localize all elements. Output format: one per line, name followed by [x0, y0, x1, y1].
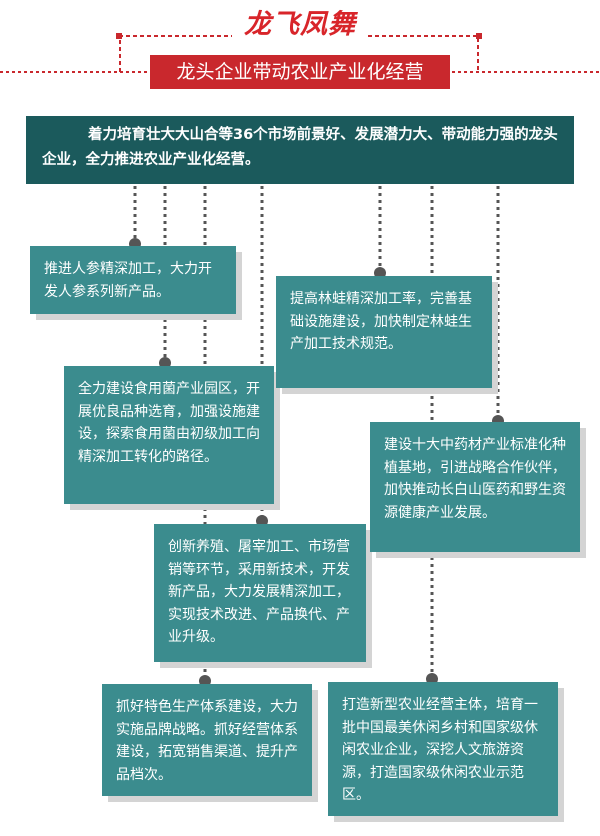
subtitle-banner: 龙头企业带动农业产业化经营 — [150, 55, 450, 89]
box-edible-fungi: 全力建设食用菌产业园区，开展优良品种选育，加强设施建设，探索食用菌由初级加工向精… — [64, 366, 274, 504]
box-leisure-agriculture: 打造新型农业经营主体，培育一批中国最美休闲乡村和国家级休闲农业企业，深挖人文旅游… — [328, 682, 558, 816]
box-ginseng: 推进人参精深加工，大力开发人参系列新产品。 — [30, 246, 236, 314]
box-livestock: 创新养殖、屠宰加工、市场营销等环节，采用新技术，开发新产品，大力发展精深加工，实… — [154, 524, 366, 662]
box-specialty-production: 抓好特色生产体系建设，大力实施品牌战略。抓好经营体系建设，拓宽销售渠道、提升产品… — [102, 684, 312, 796]
box-forest-frog: 提高林蛙精深加工率，完善基础设施建设，加快制定林蛙生产加工技术规范。 — [276, 276, 492, 388]
intro-box: 着力培育壮大大山合等36个市场前景好、发展潜力大、带动能力强的龙头企业，全力推进… — [26, 116, 574, 184]
box-medicinal-herbs: 建设十大中药材产业标准化种植基地，引进战略合作伙伴，加快推动长白山医药和野生资源… — [370, 422, 580, 552]
page-title: 龙飞凤舞 — [244, 9, 356, 40]
